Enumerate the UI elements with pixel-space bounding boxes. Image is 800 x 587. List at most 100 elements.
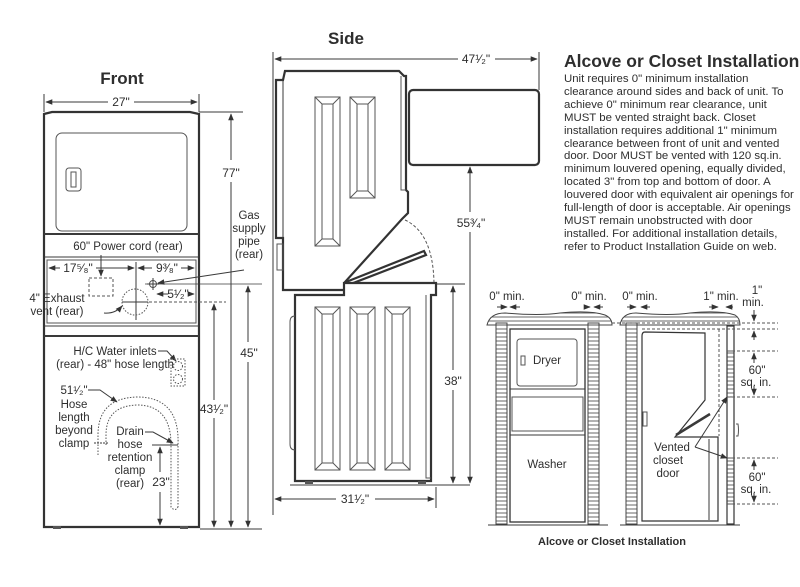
right-offset-label: 9³⁄₈" [156, 261, 178, 275]
front-cabinet [42, 110, 201, 529]
drain-clamp-line2: hose [118, 439, 143, 451]
gas-height-label: 45" [240, 346, 258, 360]
alcove-ceiling [486, 311, 613, 326]
washer-label: Washer [527, 459, 566, 471]
alcove-caption: Alcove or Closet Installation [538, 536, 686, 548]
side-foot [418, 481, 426, 484]
dryer-door [55, 132, 188, 232]
washer-side-body [293, 281, 438, 483]
closet-ceiling [619, 311, 741, 326]
closet-door-louver-top [726, 350, 735, 398]
drain-clamp-line5: (rear) [116, 478, 144, 490]
drain-height-label: 23" [152, 475, 170, 489]
drain-hose-outer [97, 396, 179, 507]
alcove-unit [509, 328, 586, 523]
water-inlets-label-line1: H/C Water inlets [73, 346, 157, 358]
water-inlets-box [170, 358, 186, 387]
dryer-side-panel [314, 96, 341, 247]
gas-pipe-leader [157, 269, 245, 285]
hose-length-line2: Hose [61, 399, 88, 411]
washer-side-panel [349, 306, 376, 471]
washer-height-label: 38" [444, 374, 462, 388]
hose-length-leader [88, 389, 118, 403]
vented-door-line3: door [656, 468, 679, 480]
drain-clamp-line3: retention [108, 452, 153, 464]
alcove-side-right-min: 1" min. [703, 291, 738, 303]
vent-top-line2: sq. in. [741, 377, 772, 389]
closet-lid-open [675, 412, 711, 437]
side-foot [305, 481, 313, 484]
depth-open-label: 47¹⁄₂" [462, 52, 490, 66]
closet-back-wall [625, 322, 638, 525]
dryer-handle-inner [70, 171, 77, 188]
top-min-line1: 1" [752, 285, 762, 297]
gas-label-line3: pipe [238, 236, 260, 248]
front-foot [180, 526, 188, 529]
vented-door-leader [694, 446, 728, 459]
side-view: Side 47¹⁄₂" [272, 29, 541, 515]
top-min-line2: min. [742, 297, 764, 309]
closet-door-handle [736, 423, 739, 437]
water-inlets-leader [158, 350, 177, 362]
dryer-label: Dryer [533, 355, 561, 367]
alcove-front-left-min: 0" min. [489, 291, 524, 303]
gas-label-line1: Gas [238, 210, 259, 222]
drain-clamp-leader [145, 431, 174, 444]
dryer-front-edge [400, 76, 406, 191]
hose-length-line4: beyond [55, 425, 93, 437]
exhaust-label-line2: vent (rear) [30, 306, 83, 318]
alcove-front-right-min: 0" min. [571, 291, 606, 303]
alcove-instructions: Alcove or Closet Installation Unit requi… [564, 52, 800, 254]
exhaust-height-label: 43¹⁄₂" [200, 402, 228, 416]
washer-side-panel [314, 306, 341, 471]
alcove-dryer-handle [520, 355, 526, 366]
hose-length-value: 51¹⁄₂" [60, 385, 87, 397]
total-height-label: 77" [222, 166, 240, 180]
front-title: Front [100, 69, 144, 88]
control-recess [46, 259, 197, 324]
closet-door-louver-bottom [726, 457, 735, 505]
hose-length-line3: length [58, 412, 89, 424]
hot-water-inlet [173, 361, 183, 371]
alcove-heading: Alcove or Closet Installation [564, 51, 800, 71]
gas-offset-label: 5¹⁄₂" [167, 287, 189, 301]
closet-unit-side [641, 331, 719, 522]
dryer-side-body [274, 69, 410, 292]
drain-hose-inner [105, 404, 179, 510]
closet-door [726, 325, 735, 525]
vent-bottom-line2: sq. in. [741, 484, 772, 496]
alcove-side-left-min: 0" min. [622, 291, 657, 303]
washer-front-edge [425, 295, 431, 479]
left-offset-label: 17⁵⁄₈" [63, 261, 93, 275]
dryer-handle [65, 167, 82, 192]
drain-clamp-line4: clamp [115, 465, 146, 477]
vent-top-line1: 60" [749, 365, 766, 377]
front-width-label: 27" [112, 95, 130, 109]
alcove-front-view: 0" min. 0" min. Dryer Washer [486, 291, 613, 526]
power-cord-outlet [88, 277, 114, 297]
exhaust-label-line1: 4" Exhaust [29, 293, 85, 305]
alcove-left-wall [495, 322, 508, 525]
washer-side-panel [384, 306, 411, 471]
side-bracket [276, 243, 284, 271]
door-swing-arc [404, 219, 435, 284]
alcove-body: Unit requires 0" minimum installation cl… [564, 73, 794, 253]
door-height-label: 55³⁄₄" [457, 216, 486, 230]
power-cord-label: 60" Power cord (rear) [73, 241, 183, 253]
alcove-side-view: 0" min. 1" min. 1" min. 60" sq. in. [612, 285, 778, 526]
alcove-dryer-door [516, 338, 578, 387]
water-inlets-label-line2: (rear) - 48" hose length [56, 359, 174, 371]
hose-length-line5: clamp [59, 438, 90, 450]
closet-side-bracket [642, 411, 648, 427]
gas-label-line4: (rear) [235, 249, 263, 261]
dryer-side-panel [349, 96, 376, 199]
exhaust-leader [103, 305, 123, 314]
depth-label: 31¹⁄₂" [341, 492, 369, 506]
drain-clamp-line1: Drain [116, 426, 143, 438]
front-foot [53, 526, 61, 529]
vented-door-line2: closet [653, 455, 684, 467]
vent-bottom-line1: 60" [749, 472, 766, 484]
cold-water-inlet [173, 374, 183, 384]
gas-label-line2: supply [232, 223, 265, 235]
